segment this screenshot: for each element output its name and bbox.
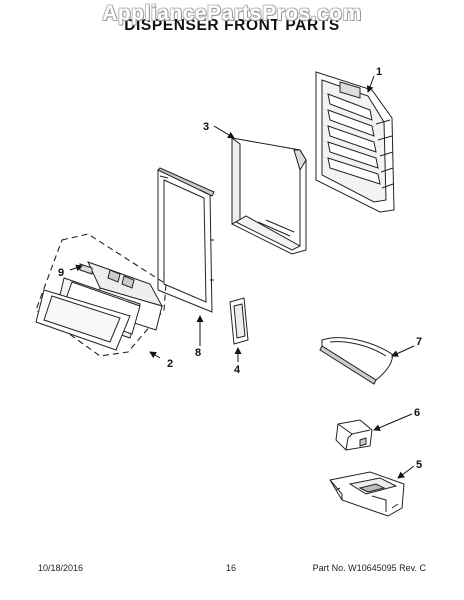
callout-7: 7: [416, 336, 422, 348]
leader-7: [391, 345, 415, 357]
callout-8: 8: [195, 347, 201, 359]
leader-3: [213, 125, 235, 139]
part-3-chute-cover: [231, 137, 307, 255]
leader-9: [69, 264, 83, 272]
part-6-bracket: [335, 419, 373, 451]
footer-page-number: 16: [226, 563, 237, 573]
part-8-display-frame: [157, 167, 215, 313]
part-4-lens: [229, 297, 249, 345]
callout-1: 1: [376, 66, 382, 78]
leader-lines: [69, 75, 415, 479]
leader-5: [397, 465, 415, 479]
footer-date: 10/18/2016: [38, 563, 84, 573]
leader-1: [366, 75, 375, 93]
page-title: DISPENSER FRONT PARTS: [124, 17, 340, 34]
callout-2: 2: [167, 358, 173, 370]
watermark: AppliancePartsPros.com: [102, 2, 362, 25]
footer-part-number: Part No. W10645095 Rev. C: [312, 563, 426, 573]
part-5-board-housing: [329, 471, 405, 517]
callout-4: 4: [234, 364, 241, 376]
leader-6: [373, 413, 413, 431]
callout-5: 5: [416, 459, 422, 471]
part-2-control-assembly: [35, 233, 167, 357]
leader-2: [149, 351, 161, 359]
callout-3: 3: [203, 121, 209, 133]
callout-6: 6: [414, 407, 420, 419]
callout-9: 9: [58, 267, 64, 279]
part-7-drip-tray: [319, 337, 393, 385]
part-1-dispenser-housing: [315, 71, 395, 213]
